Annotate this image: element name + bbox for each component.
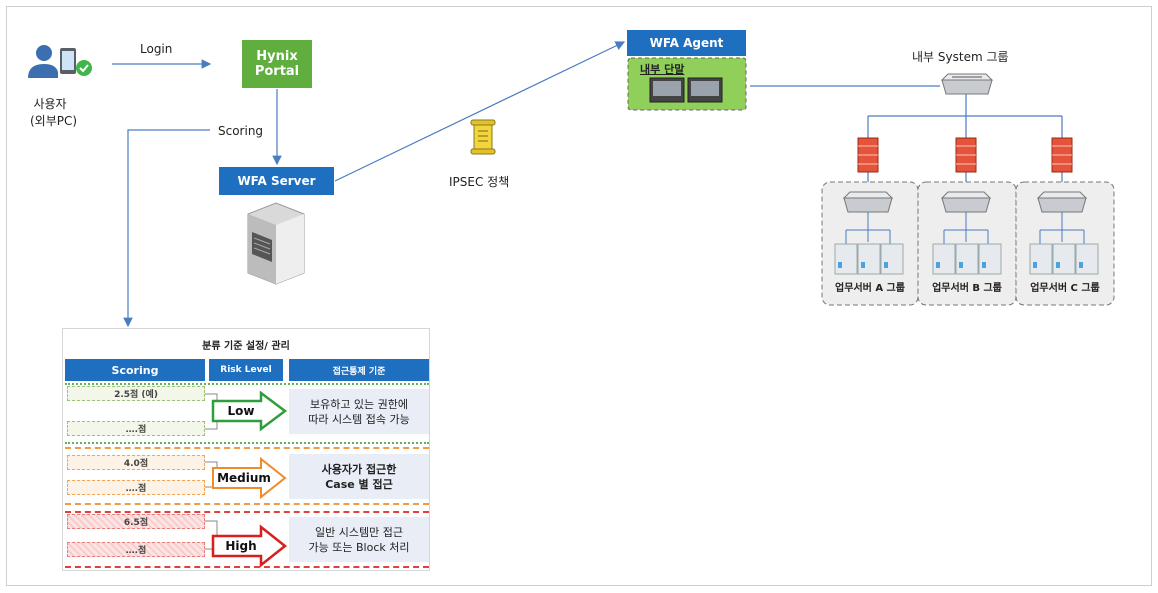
firewall-icon bbox=[857, 137, 879, 173]
server-rack-icon bbox=[1029, 243, 1099, 275]
high-arrow bbox=[211, 524, 288, 568]
header-scoring: Scoring bbox=[65, 359, 205, 381]
medium-arrow bbox=[212, 456, 287, 500]
row-separator bbox=[65, 511, 429, 513]
score-low-bottom: ….점 bbox=[67, 421, 205, 436]
header-control: 접근통제 기준 bbox=[289, 359, 429, 381]
server-tower-icon bbox=[247, 202, 305, 285]
desc-high-line1: 일반 시스템만 접근 bbox=[315, 525, 403, 539]
portal-line1: Hynix bbox=[256, 49, 298, 64]
group-a-label: 업무서버 A 그룹 bbox=[835, 283, 905, 294]
server-rack-icon bbox=[932, 243, 1002, 275]
level-medium: Medium bbox=[217, 471, 271, 485]
desc-medium-line1: 사용자가 접근한 bbox=[321, 462, 397, 476]
user-label-line1: 사용자 bbox=[33, 97, 67, 111]
score-medium-top: 4.0점 bbox=[67, 455, 205, 470]
row-separator bbox=[65, 447, 429, 449]
row-separator bbox=[65, 503, 429, 505]
row-separator bbox=[65, 383, 429, 385]
table-connectors bbox=[205, 390, 288, 568]
wfa-server-box[interactable]: WFA Server bbox=[219, 167, 334, 195]
user-label: 사용자 (외부PC) bbox=[30, 95, 78, 129]
internal-system-label: 내부 System 그룹 bbox=[912, 50, 1009, 64]
classification-table: 분류 기준 설정/ 관리 Scoring Risk Level 접근통제 기준 … bbox=[62, 328, 430, 571]
firewall-icon bbox=[955, 137, 977, 173]
switch-icon bbox=[842, 191, 894, 213]
group-c-label: 업무서버 C 그룹 bbox=[1030, 283, 1100, 294]
firewall-icon bbox=[1051, 137, 1073, 173]
ipsec-label: IPSEC 정책 bbox=[449, 175, 510, 189]
level-high: High bbox=[225, 539, 257, 553]
switch-icon bbox=[940, 191, 992, 213]
desc-low-line2: 따라 시스템 접속 가능 bbox=[308, 412, 410, 426]
terminal-monitors-icon bbox=[649, 77, 723, 103]
header-risk-level: Risk Level bbox=[209, 359, 283, 381]
login-label: Login bbox=[140, 42, 173, 56]
low-arrow bbox=[211, 390, 288, 432]
hynix-portal-box[interactable]: Hynix Portal bbox=[242, 40, 312, 88]
wfa-agent-box[interactable]: WFA Agent bbox=[627, 30, 746, 56]
portal-line2: Portal bbox=[254, 64, 300, 79]
row-separator bbox=[65, 442, 429, 444]
internal-terminal-label: 내부 단말 bbox=[640, 63, 685, 76]
group-b-label: 업무서버 B 그룹 bbox=[932, 283, 1002, 294]
switch-icon bbox=[1036, 191, 1088, 213]
desc-low-line1: 보유하고 있는 권한에 bbox=[309, 397, 409, 411]
server-agent-arrow bbox=[334, 41, 626, 182]
outer-frame bbox=[6, 6, 1152, 586]
score-high-bottom: ….점 bbox=[67, 542, 205, 557]
desc-low: 보유하고 있는 권한에 따라 시스템 접속 가능 bbox=[289, 389, 429, 434]
score-high-top: 6.5점 bbox=[67, 514, 205, 529]
row-separator bbox=[65, 566, 429, 568]
table-caption: 분류 기준 설정/ 관리 bbox=[202, 341, 290, 352]
user-label-line2: (외부PC) bbox=[30, 114, 78, 128]
scoring-arrow bbox=[123, 129, 210, 328]
core-switch-icon bbox=[940, 73, 994, 95]
score-low-top: 2.5점 (예) bbox=[67, 386, 205, 401]
user-icon bbox=[28, 45, 92, 78]
desc-medium-line2: Case 별 접근 bbox=[325, 477, 393, 491]
desc-high: 일반 시스템만 접근 가능 또는 Block 처리 bbox=[289, 517, 429, 562]
desc-high-line2: 가능 또는 Block 처리 bbox=[308, 540, 410, 554]
score-medium-bottom: ….점 bbox=[67, 480, 205, 495]
scoring-label: Scoring bbox=[218, 124, 264, 138]
ipsec-policy-icon bbox=[470, 119, 496, 155]
desc-medium: 사용자가 접근한 Case 별 접근 bbox=[289, 454, 429, 499]
level-low: Low bbox=[227, 404, 255, 418]
server-rack-icon bbox=[834, 243, 904, 275]
